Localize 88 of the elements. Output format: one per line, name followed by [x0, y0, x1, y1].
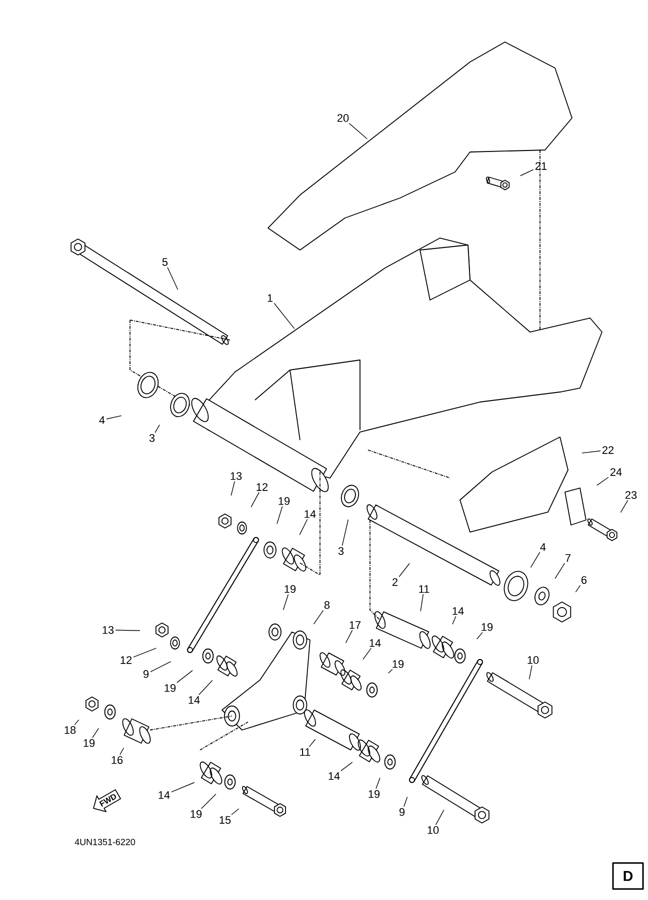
callout-number: 19 [284, 585, 296, 593]
leader-line [230, 480, 236, 496]
callout-number: 4 [99, 416, 105, 424]
callout-number: 23 [625, 491, 637, 499]
leader-line [299, 518, 308, 536]
callout-number: 19 [482, 623, 493, 631]
callout-number: 12 [256, 483, 268, 491]
leader-line [74, 719, 80, 726]
leader-line [120, 748, 124, 756]
leader-line [92, 728, 100, 738]
callout-number: 19 [278, 497, 290, 505]
leader-line [348, 122, 368, 140]
callout-number: 14 [328, 772, 340, 780]
leader-line [362, 648, 372, 660]
callout-number: 19 [190, 810, 202, 818]
callout-number: 14 [452, 607, 464, 615]
leader-line [115, 630, 140, 631]
callout-number: 22 [602, 446, 614, 454]
callout-number: 13 [102, 626, 114, 634]
callout-number: 2 [392, 578, 398, 586]
leader-line [167, 266, 178, 290]
callout-number: 14 [304, 510, 316, 518]
leader-line [575, 584, 581, 592]
callout-number: 4 [540, 543, 546, 551]
leader-line [154, 424, 160, 434]
callout-number: 20 [337, 114, 349, 122]
leader-line [596, 476, 609, 486]
leader-line [133, 648, 157, 658]
callout-number: 21 [535, 162, 547, 170]
leader-line [376, 778, 380, 790]
callout-number: 15 [220, 816, 231, 824]
leader-line [106, 415, 122, 420]
callout-number: 6 [582, 576, 587, 584]
leader-line [436, 810, 444, 826]
leader-line [530, 552, 540, 568]
leader-line [528, 664, 532, 680]
callout-number: 19 [164, 684, 176, 692]
callout-number: 19 [84, 739, 95, 747]
callout-number: 14 [370, 639, 381, 647]
leader-line [398, 563, 410, 578]
leader-line [582, 450, 601, 454]
leader-line [150, 661, 172, 672]
leader-line [342, 519, 349, 546]
callout-number: 11 [419, 585, 430, 593]
callout-number: 18 [64, 726, 76, 734]
leader-line [308, 738, 316, 748]
leader-line [171, 782, 195, 792]
callout-number: 13 [230, 472, 242, 480]
leader-line [340, 762, 353, 772]
page-tab: D [612, 862, 644, 890]
callout-number: 16 [112, 756, 123, 764]
leader-line [404, 796, 408, 808]
callout-number: 8 [324, 601, 330, 609]
callout-number: 19 [392, 660, 404, 668]
callout-number: 9 [143, 670, 149, 678]
callout-number: 5 [162, 258, 168, 266]
leader-line [345, 630, 353, 644]
leader-line [176, 670, 193, 684]
leader-line [198, 680, 213, 696]
callout-number: 1 [268, 294, 273, 302]
callout-number: 10 [428, 826, 439, 834]
part-code: 4UN1351-6220 [74, 838, 136, 846]
callout-number: 10 [528, 656, 539, 664]
leader-line [620, 500, 628, 513]
callout-number: 3 [149, 434, 155, 442]
callout-number: 19 [368, 790, 380, 798]
leader-line [250, 492, 260, 508]
leader-line [452, 616, 456, 625]
callout-number: 14 [188, 696, 200, 704]
leader-line [476, 632, 483, 640]
callout-number: 11 [300, 748, 310, 756]
callout-number: 3 [338, 547, 344, 555]
leader-line [274, 302, 295, 330]
leader-line [231, 808, 240, 816]
leader-line [388, 668, 393, 674]
callout-number: 24 [610, 468, 622, 476]
leader-line [200, 794, 216, 810]
leader-line [554, 562, 566, 579]
callout-number: 9 [399, 808, 405, 816]
callout-number: 12 [120, 656, 132, 664]
leader-line [276, 506, 283, 524]
leader-line [313, 610, 324, 624]
callout-number: 7 [566, 554, 570, 562]
callout-number: 17 [350, 621, 361, 629]
leader-line [282, 594, 289, 610]
leader-line [520, 169, 534, 176]
leader-line [420, 594, 424, 612]
callout-number: 14 [158, 791, 170, 799]
